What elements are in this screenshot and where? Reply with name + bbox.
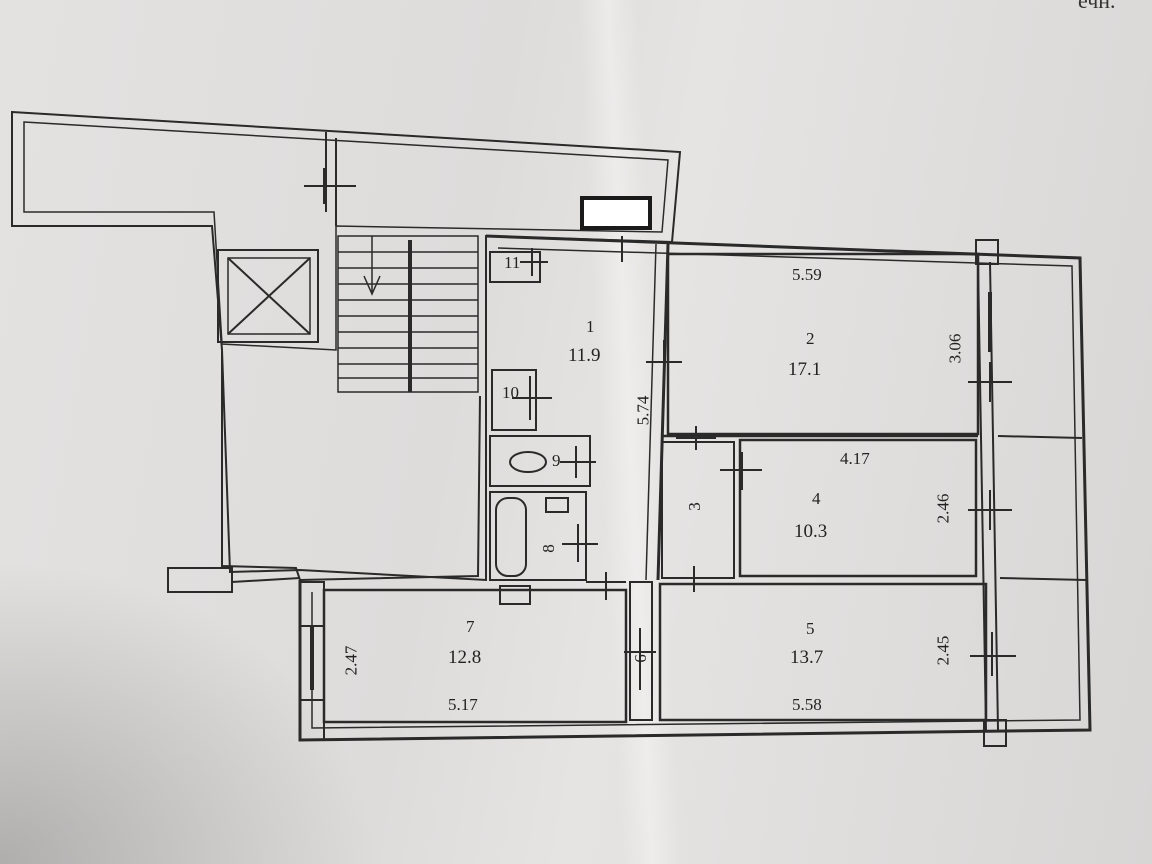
column-top	[975, 239, 999, 265]
room-4-area: 10.3	[794, 521, 828, 542]
room-7-number: 7	[466, 617, 475, 636]
room-11-walls	[489, 251, 541, 283]
door-marks	[512, 236, 1016, 690]
room-8-number: 8	[538, 544, 558, 553]
upper-corridor-inner	[23, 121, 669, 351]
dim-room4-width: 4.17	[840, 449, 870, 468]
shadow	[0, 560, 380, 864]
room-5-walls	[658, 582, 988, 722]
room-10-number: 10	[502, 383, 519, 402]
room-2-walls	[666, 252, 980, 436]
upper-corridor-wall	[11, 110, 682, 582]
sink	[545, 497, 569, 513]
column-bottom	[983, 719, 1007, 747]
room-10-walls	[491, 369, 537, 431]
room-11-number: 11	[504, 253, 521, 272]
dim-hall-length: 5.74	[633, 395, 653, 426]
room-6-number: 6	[630, 654, 650, 663]
corner-text: ечн.	[1078, 0, 1116, 13]
apartment-inner-wall	[311, 247, 1081, 729]
room-5-number: 5	[806, 619, 815, 638]
dim-room2-depth: 3.06	[945, 333, 965, 364]
room-3-number: 3	[684, 502, 704, 511]
room-8-walls	[489, 491, 587, 581]
elevator-cross	[227, 257, 311, 335]
room-7-walls	[322, 588, 628, 724]
room-2-number: 2	[806, 329, 815, 348]
room-2-area: 17.1	[788, 359, 822, 380]
elevator-shaft	[217, 249, 319, 343]
dim-room7-depth: 2.47	[341, 645, 361, 676]
room-5-area: 13.7	[790, 647, 824, 668]
bathtub	[495, 497, 527, 577]
dim-room2-width: 5.59	[792, 265, 822, 284]
redaction-box	[580, 196, 652, 230]
radiator	[499, 585, 531, 605]
column	[299, 699, 325, 741]
room-1-number: 1	[586, 317, 595, 336]
wall	[999, 577, 1087, 581]
hall-wall-inner	[645, 243, 657, 581]
room-9-number: 9	[552, 451, 561, 470]
dim-room5-depth: 2.45	[933, 635, 953, 666]
apartment-outer-wall	[298, 234, 1092, 742]
room-1-area: 11.9	[568, 345, 601, 366]
wall	[997, 435, 1083, 439]
window-block	[167, 567, 233, 593]
room-7-area: 12.8	[448, 647, 482, 668]
toilet	[509, 451, 547, 473]
wall	[231, 577, 301, 583]
dim-room4-depth: 2.46	[933, 493, 953, 524]
dim-room7-width: 5.17	[448, 695, 478, 714]
room-4-walls	[738, 438, 978, 578]
dim-room5-width: 5.58	[792, 695, 822, 714]
column	[299, 581, 325, 627]
outer-strip-wall	[977, 261, 987, 731]
staircase	[337, 235, 479, 393]
hall-wall	[656, 243, 670, 581]
stairwell-wall	[221, 352, 481, 582]
elevator-inner	[227, 257, 311, 335]
room-4-number: 4	[812, 489, 821, 508]
